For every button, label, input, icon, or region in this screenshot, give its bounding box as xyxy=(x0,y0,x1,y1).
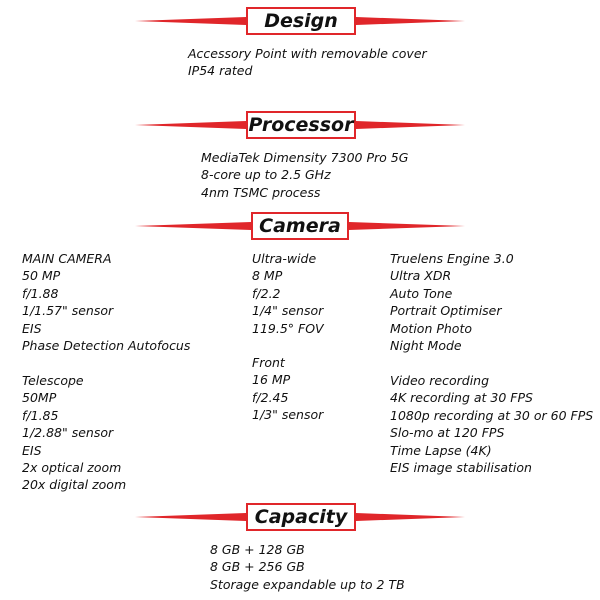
spec-line: Auto Tone xyxy=(390,285,453,301)
camera-title: Camera xyxy=(251,212,349,240)
spec-line: 1080p recording at 30 or 60 FPS xyxy=(390,407,594,423)
spec-line: Night Mode xyxy=(390,338,462,354)
spec-line: f/1.85 xyxy=(22,407,59,423)
spec-line: Video recording xyxy=(390,373,490,388)
spec-line: 16 MP xyxy=(252,372,291,388)
detail-line: IP54 rated xyxy=(188,63,253,79)
spec-line: Front xyxy=(252,355,285,370)
spec-line: 1/4" sensor xyxy=(252,303,324,319)
ultrawide-camera-specs: Ultra-wide 8 MP f/2.2 1/4" sensor 119.5°… xyxy=(252,250,324,337)
spec-line: 50 MP xyxy=(22,268,61,284)
header-divider xyxy=(135,513,465,521)
spec-line: 1/3" sensor xyxy=(252,407,324,423)
spec-line: Ultra-wide xyxy=(252,251,317,266)
spec-line: f/2.45 xyxy=(252,389,289,405)
design-header: Design xyxy=(0,3,600,39)
processor-title: Processor xyxy=(246,111,356,139)
header-divider xyxy=(135,17,465,25)
detail-line: MediaTek Dimensity 7300 Pro 5G xyxy=(201,150,409,165)
main-camera-specs: MAIN CAMERA 50 MP f/1.88 1/1.57" sensor … xyxy=(22,250,190,354)
capacity-title: Capacity xyxy=(246,503,356,531)
spec-line: 2x optical zoom xyxy=(22,460,122,476)
processor-details: MediaTek Dimensity 7300 Pro 5G 8-core up… xyxy=(201,149,408,201)
spec-line: Phase Detection Autofocus xyxy=(22,338,191,354)
spec-line: Time Lapse (4K) xyxy=(390,442,492,458)
spec-line: Portrait Optimiser xyxy=(390,303,502,319)
detail-line: 8-core up to 2.5 GHz xyxy=(201,167,331,183)
spec-line: f/2.2 xyxy=(252,285,281,301)
spec-line: f/1.88 xyxy=(22,285,59,301)
header-divider xyxy=(135,222,465,230)
spec-line: EIS xyxy=(22,320,42,336)
spec-line: EIS xyxy=(22,442,42,458)
design-title: Design xyxy=(246,7,356,35)
spec-line: EIS image stabilisation xyxy=(390,460,532,476)
spec-line: 4K recording at 30 FPS xyxy=(390,390,533,406)
spec-line: 1/2.88" sensor xyxy=(22,425,114,441)
spec-line: 1/1.57" sensor xyxy=(22,303,114,319)
detail-line: 8 GB + 128 GB xyxy=(210,542,305,557)
spec-line: 119.5° FOV xyxy=(252,320,324,336)
front-camera-specs: Front 16 MP f/2.45 1/3" sensor xyxy=(252,354,323,424)
spec-line: 20x digital zoom xyxy=(22,477,127,493)
spec-line: Slo-mo at 120 FPS xyxy=(390,425,505,441)
capacity-header: Capacity xyxy=(0,499,600,535)
camera-header: Camera xyxy=(0,208,600,244)
detail-line: 4nm TSMC process xyxy=(201,184,321,200)
spec-line: 50MP xyxy=(22,390,57,406)
spec-line: 8 MP xyxy=(252,268,283,284)
spec-line: MAIN CAMERA xyxy=(22,251,112,266)
design-details: Accessory Point with removable cover IP5… xyxy=(188,45,427,80)
detail-line: Storage expandable up to 2 TB xyxy=(210,576,405,592)
header-divider xyxy=(135,121,465,129)
camera-features: Truelens Engine 3.0 Ultra XDR Auto Tone … xyxy=(390,250,514,354)
telescope-camera-specs: Telescope 50MP f/1.85 1/2.88" sensor EIS… xyxy=(22,372,126,494)
spec-line: Telescope xyxy=(22,373,84,388)
capacity-details: 8 GB + 128 GB 8 GB + 256 GB Storage expa… xyxy=(210,541,405,593)
detail-line: 8 GB + 256 GB xyxy=(210,559,305,575)
spec-line: Motion Photo xyxy=(390,320,473,336)
spec-line: Ultra XDR xyxy=(390,268,452,284)
processor-header: Processor xyxy=(0,107,600,143)
video-recording-specs: Video recording 4K recording at 30 FPS 1… xyxy=(390,372,593,476)
spec-line: Truelens Engine 3.0 xyxy=(390,251,514,266)
detail-line: Accessory Point with removable cover xyxy=(188,46,427,61)
